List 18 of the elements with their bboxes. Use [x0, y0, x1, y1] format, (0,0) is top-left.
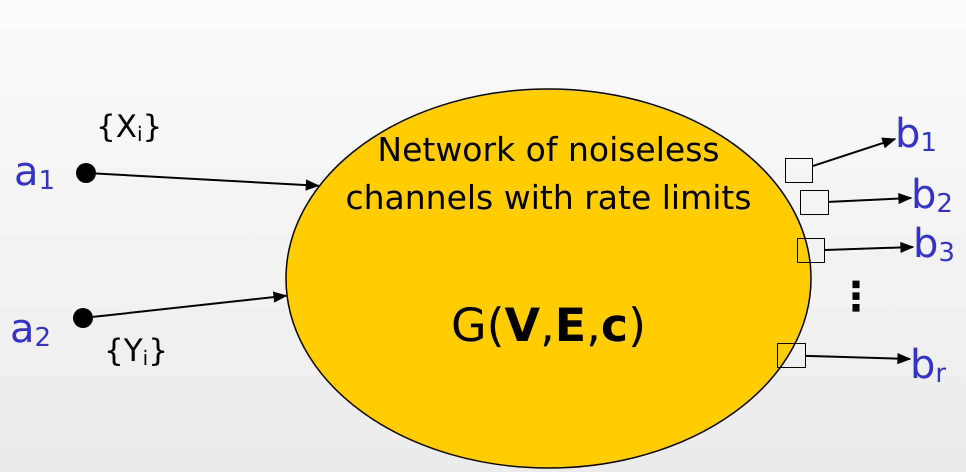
sink-label: b$_{3}$ — [913, 224, 966, 268]
sink-label: b$_{1}$ — [895, 114, 955, 158]
sink-label: b$_{2}$ — [911, 175, 966, 219]
port-square — [800, 190, 829, 215]
source-dot — [76, 163, 96, 183]
network-ellipse — [285, 88, 812, 469]
edge-label: {X$_{i}$} — [96, 112, 162, 144]
source-label: a$_{1}$ — [14, 152, 56, 194]
graph-notation: G(V,E,c) — [450, 298, 648, 354]
edge-label: {Y$_{i}$} — [104, 336, 168, 368]
port-square — [785, 158, 813, 183]
sink-label: b$_{r}$ — [910, 345, 965, 389]
port-square — [777, 343, 806, 368]
source-dot — [73, 308, 93, 328]
source-label: a$_{2}$ — [10, 309, 52, 351]
network-description: Network of noiseless channels with rate limits — [344, 129, 753, 219]
port-square — [797, 238, 825, 263]
vertical-ellipsis: ⋮ — [836, 277, 876, 317]
